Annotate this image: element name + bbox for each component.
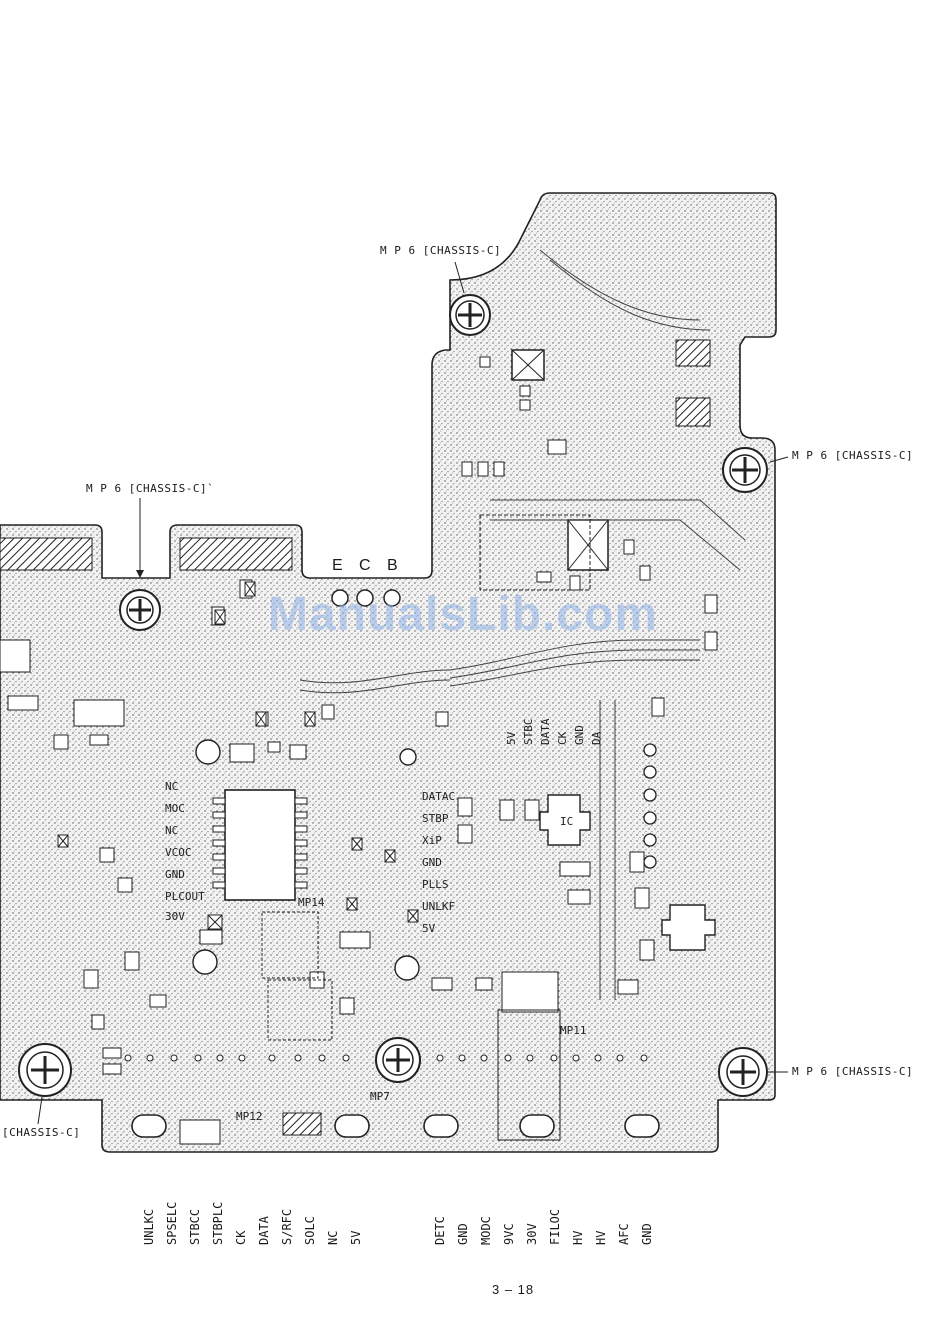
svg-text:VCOC: VCOC [165, 846, 192, 859]
svg-text:30V: 30V [165, 910, 185, 923]
connector-label: 30V [525, 1223, 539, 1245]
coil [192, 949, 218, 975]
connector-label: DETC [433, 1216, 447, 1245]
mounting-screw-top [449, 294, 491, 336]
svg-text:NC: NC [165, 780, 178, 793]
mp12-label: MP12 [236, 1110, 263, 1123]
traces [299, 249, 746, 1000]
connector-label: GND [640, 1223, 654, 1245]
connector-label: UNLKC [142, 1208, 156, 1245]
mounting-screw-bottom-right [718, 1047, 768, 1097]
connector-label: MODC [479, 1216, 493, 1245]
connector-label: STBPLC [211, 1201, 225, 1245]
coil [399, 748, 417, 766]
svg-text:5V: 5V [505, 731, 518, 745]
transistor-ic: IC [539, 794, 591, 846]
mp14-label: MP14 [298, 896, 325, 909]
terminal-label-e: E [332, 557, 343, 574]
mounting-screw-center-bottom [375, 1037, 421, 1083]
svg-text:STBC: STBC [522, 719, 535, 746]
coil [394, 955, 420, 981]
mounting-screw-right-upper [722, 447, 768, 493]
connector-label: SPSELC [165, 1201, 179, 1245]
callout-chassis-bottom-left: [CHASSIS-C] [2, 1126, 81, 1139]
svg-text:GND: GND [573, 725, 586, 745]
svg-text:GND: GND [422, 856, 442, 869]
component-outline [479, 514, 591, 591]
component-outline [267, 979, 333, 1041]
svg-text:DATA: DATA [539, 718, 552, 745]
connector-label: CK [234, 1230, 248, 1245]
connector-label: S/RFC [280, 1208, 294, 1245]
leader-line [37, 1096, 43, 1125]
connector-label: AFC [617, 1223, 631, 1245]
hatched-block [675, 397, 711, 427]
terminal-b [383, 589, 401, 607]
connector-label: FILOC [548, 1208, 562, 1245]
mounting-screw-left [119, 589, 161, 631]
callout-mp6-right-upper: M P 6 [CHASSIS-C] [792, 449, 914, 462]
page-number: 3 – 18 [492, 1282, 535, 1297]
connector-label: SOLC [303, 1216, 317, 1245]
leader-line [769, 456, 789, 463]
mp7-label: MP7 [370, 1090, 390, 1103]
ic-mp14 [212, 789, 308, 901]
oval-holes [131, 1114, 660, 1138]
coil [195, 739, 221, 765]
watermark: ManualsLib.com [268, 588, 659, 641]
mp11-label: MP11 [560, 1024, 587, 1037]
svg-text:5V: 5V [422, 922, 436, 935]
connector-label: 5V [349, 1230, 363, 1245]
hatched-block [0, 537, 93, 571]
connector-label: STBCC [188, 1208, 202, 1245]
chip-components [0, 356, 718, 1075]
terminal-label-c: C [359, 557, 371, 574]
hatched-block [179, 537, 293, 571]
svg-text:CK: CK [556, 731, 569, 745]
svg-text:STBP: STBP [422, 812, 449, 825]
relay-component [511, 349, 545, 381]
svg-text:MOC: MOC [165, 802, 185, 815]
transistor-q [661, 904, 716, 951]
svg-text:DA: DA [590, 731, 603, 745]
component-outline [497, 1009, 561, 1141]
callout-mp6-right-lower: M P 6 [CHASSIS-C] [792, 1065, 914, 1078]
test-points [57, 581, 419, 930]
leader-line [454, 261, 465, 294]
via-row [124, 1054, 648, 1062]
hatched-block [675, 339, 711, 367]
pin-labels-left: NC MOC NC VCOC GND PLCOUT 30V [165, 780, 205, 923]
connector-label: HV [571, 1230, 585, 1245]
connector-label: GND [456, 1223, 470, 1245]
connector-label: DATA [257, 1216, 271, 1245]
board-outline [0, 192, 777, 1153]
connector-labels: UNLKC SPSELC STBCC STBPLC CK DATA S/RFC … [0, 1185, 950, 1245]
connector-label: 9VC [502, 1223, 516, 1245]
svg-text:UNLKF: UNLKF [422, 900, 455, 913]
callout-mp6-left: M P 6 [CHASSIS-C]` [86, 482, 215, 495]
svg-text:XiP: XiP [422, 834, 442, 847]
svg-text:PLLS: PLLS [422, 878, 449, 891]
relay-component [567, 519, 609, 571]
svg-text:DATAC: DATAC [422, 790, 455, 803]
component-outline [261, 911, 319, 979]
leader-arrow [136, 570, 144, 578]
svg-text:GND: GND [165, 868, 185, 881]
terminal-c [356, 589, 374, 607]
connector-label: NC [326, 1230, 340, 1245]
terminal-e [331, 589, 349, 607]
hatched-block [282, 1112, 322, 1136]
svg-text:IC: IC [560, 815, 573, 828]
terminal-label-b: B [387, 557, 398, 574]
svg-text:PLCOUT: PLCOUT [165, 890, 205, 903]
svg-text:NC: NC [165, 824, 178, 837]
callout-mp6-top: M P 6 [CHASSIS-C] [380, 244, 502, 257]
mounting-screw-bottom-left [18, 1043, 72, 1097]
component-outline [179, 1119, 221, 1145]
connector-label: HV [594, 1230, 608, 1245]
pin-labels-top: 5V STBC DATA CK GND DA [505, 718, 603, 745]
pin-labels-middle: DATAC STBP XiP GND PLLS UNLKF 5V [422, 790, 455, 935]
